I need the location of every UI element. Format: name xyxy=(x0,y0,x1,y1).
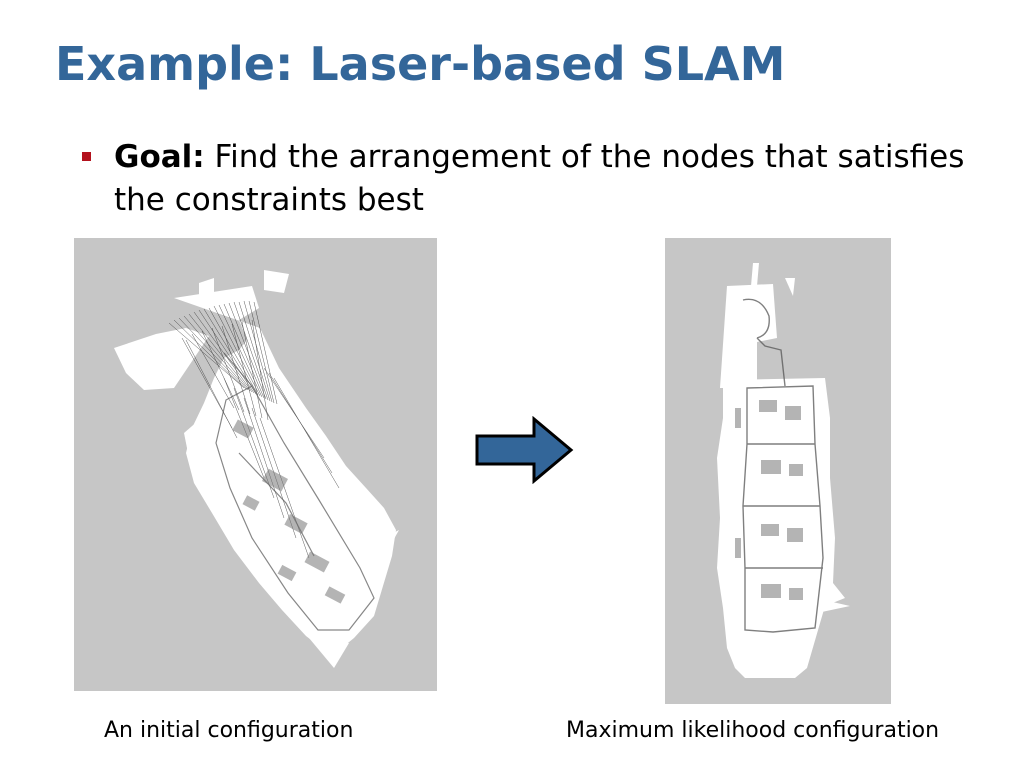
final-map-footprint xyxy=(717,263,850,678)
initial-map-footprint xyxy=(114,270,399,668)
initial-configuration-caption: An initial configuration xyxy=(104,718,354,743)
initial-map-drawing xyxy=(114,270,399,668)
goal-label: Goal: xyxy=(114,139,205,175)
maximum-likelihood-map xyxy=(665,238,891,704)
bullet-list: Goal: Find the arrangement of the nodes … xyxy=(82,136,982,222)
initial-map-obstacles xyxy=(232,419,346,604)
maximum-likelihood-caption: Maximum likelihood configuration xyxy=(566,718,940,743)
goal-bullet: Goal: Find the arrangement of the nodes … xyxy=(82,136,982,222)
initial-map-corridors xyxy=(215,352,375,631)
square-bullet-icon xyxy=(82,152,91,161)
slide-title: Example: Laser-based SLAM xyxy=(55,37,786,91)
right-arrow-icon xyxy=(475,416,574,484)
initial-map-constraint-lines xyxy=(168,300,340,559)
final-map-corridors xyxy=(742,298,824,633)
final-map-obstacles xyxy=(735,400,803,600)
goal-text: Find the arrangement of the nodes that s… xyxy=(114,139,965,218)
initial-configuration-map xyxy=(74,238,437,691)
final-map-drawing xyxy=(717,263,850,678)
